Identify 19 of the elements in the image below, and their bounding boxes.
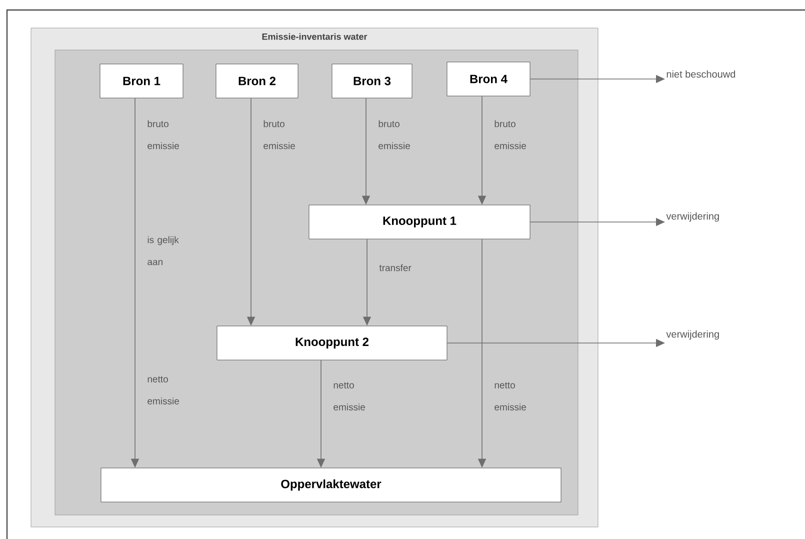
flow-label: netto emissie — [494, 382, 526, 410]
outflow-label: verwijdering — [666, 330, 719, 340]
outflow-label: niet beschouwd — [666, 70, 736, 78]
process-box: Bron 1 — [100, 64, 184, 98]
flow-label: bruto emissie — [148, 120, 179, 150]
process-box: Bron 4 — [446, 62, 530, 96]
flow-label: bruto emissie — [378, 120, 410, 150]
process-box: Knooppunt 2 — [216, 326, 448, 360]
flow-label: transfer — [379, 264, 412, 272]
flow-label: is gelijk aan — [148, 236, 179, 266]
outflow-label: verwijdering — [666, 212, 719, 222]
flow-label: netto emissie — [334, 382, 365, 410]
process-box: Bron 3 — [332, 64, 412, 98]
flow-label: netto emissie — [148, 376, 179, 404]
process-box: Bron 2 — [216, 64, 298, 98]
flow-label: bruto emissie — [264, 120, 295, 150]
flow-label: bruto emissie — [494, 120, 526, 150]
process-box: Oppervlaktewater — [100, 468, 562, 502]
process-box: Knooppunt 1 — [308, 204, 530, 240]
